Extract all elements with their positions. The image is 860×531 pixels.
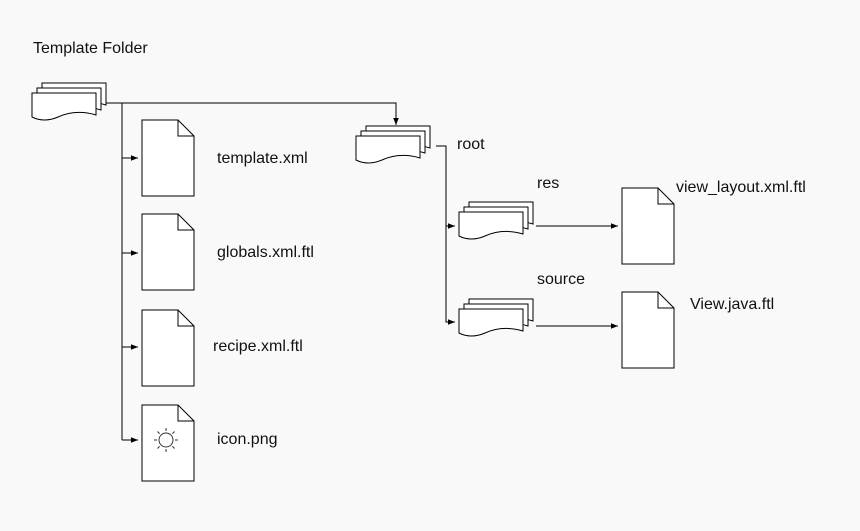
file-label-recipe: recipe.xml.ftl	[213, 338, 303, 355]
folder-label-root: root	[457, 136, 485, 153]
view-java-file-icon	[621, 291, 675, 369]
recipe-file-icon	[141, 309, 195, 387]
file-label-template-xml: template.xml	[217, 150, 308, 167]
template-xml-file-icon	[141, 119, 195, 197]
connector-root-source	[436, 145, 455, 325]
sun-icon	[154, 428, 178, 452]
file-label-globals: globals.xml.ftl	[217, 244, 314, 261]
res-folder-icon	[458, 201, 534, 240]
source-folder-icon	[458, 298, 534, 337]
icon-png-file-icon	[141, 404, 195, 482]
view-layout-file-icon	[621, 187, 675, 265]
folder-label-res: res	[537, 175, 560, 192]
file-label-icon-png: icon.png	[217, 431, 278, 448]
folder-label-source: source	[537, 271, 586, 288]
connectors	[104, 102, 618, 443]
file-label-view-java: View.java.ftl	[690, 296, 775, 313]
template-folder-icon	[31, 82, 107, 121]
root-folder-icon	[355, 125, 431, 164]
connector-to-root	[104, 102, 399, 125]
diagram-title: Template Folder	[33, 40, 148, 57]
globals-file-icon	[141, 213, 195, 291]
file-label-view-layout: view_layout.xml.ftl	[676, 179, 806, 196]
